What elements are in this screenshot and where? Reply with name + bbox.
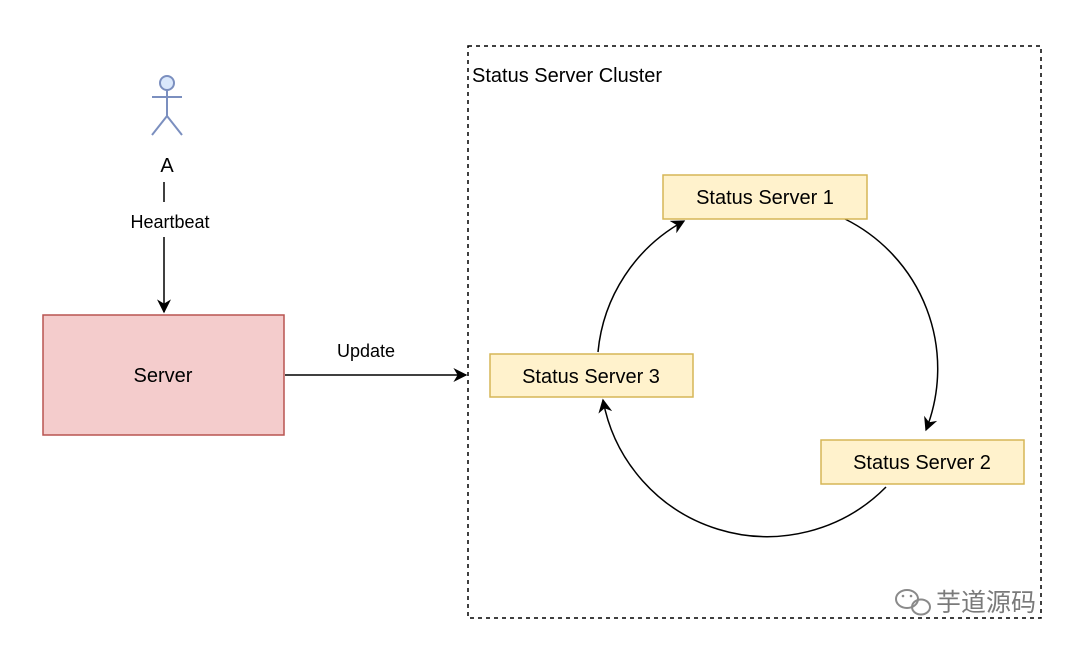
status-server-1-box bbox=[662, 174, 868, 220]
status-server-2-box bbox=[820, 439, 1025, 485]
server-label: Server bbox=[134, 365, 193, 387]
ring-arrow-1-to-2 bbox=[844, 218, 939, 432]
watermark-text: 芋道源码 bbox=[936, 588, 1036, 617]
actor-label: A bbox=[160, 155, 174, 177]
server-box bbox=[42, 314, 285, 436]
actor-left-leg bbox=[151, 115, 168, 136]
cluster-container bbox=[467, 45, 1042, 619]
status-server-1-label: Status Server 1 bbox=[696, 187, 834, 209]
ring-arrow-3-to-1 bbox=[597, 220, 686, 353]
update-label: Update bbox=[337, 341, 395, 361]
actor-right-leg bbox=[166, 115, 183, 136]
status-server-3-box bbox=[489, 353, 694, 398]
heartbeat-label: Heartbeat bbox=[130, 212, 209, 232]
ring-arrow-2-to-3 bbox=[598, 398, 887, 538]
cluster-title: Status Server Cluster bbox=[472, 65, 662, 87]
wechat-icon bbox=[895, 589, 931, 616]
status-server-3-label: Status Server 3 bbox=[522, 366, 660, 388]
status-server-2-label: Status Server 2 bbox=[853, 452, 991, 474]
actor-a bbox=[151, 75, 183, 136]
actor-head bbox=[159, 75, 175, 91]
watermark: 芋道源码 bbox=[895, 588, 1036, 617]
